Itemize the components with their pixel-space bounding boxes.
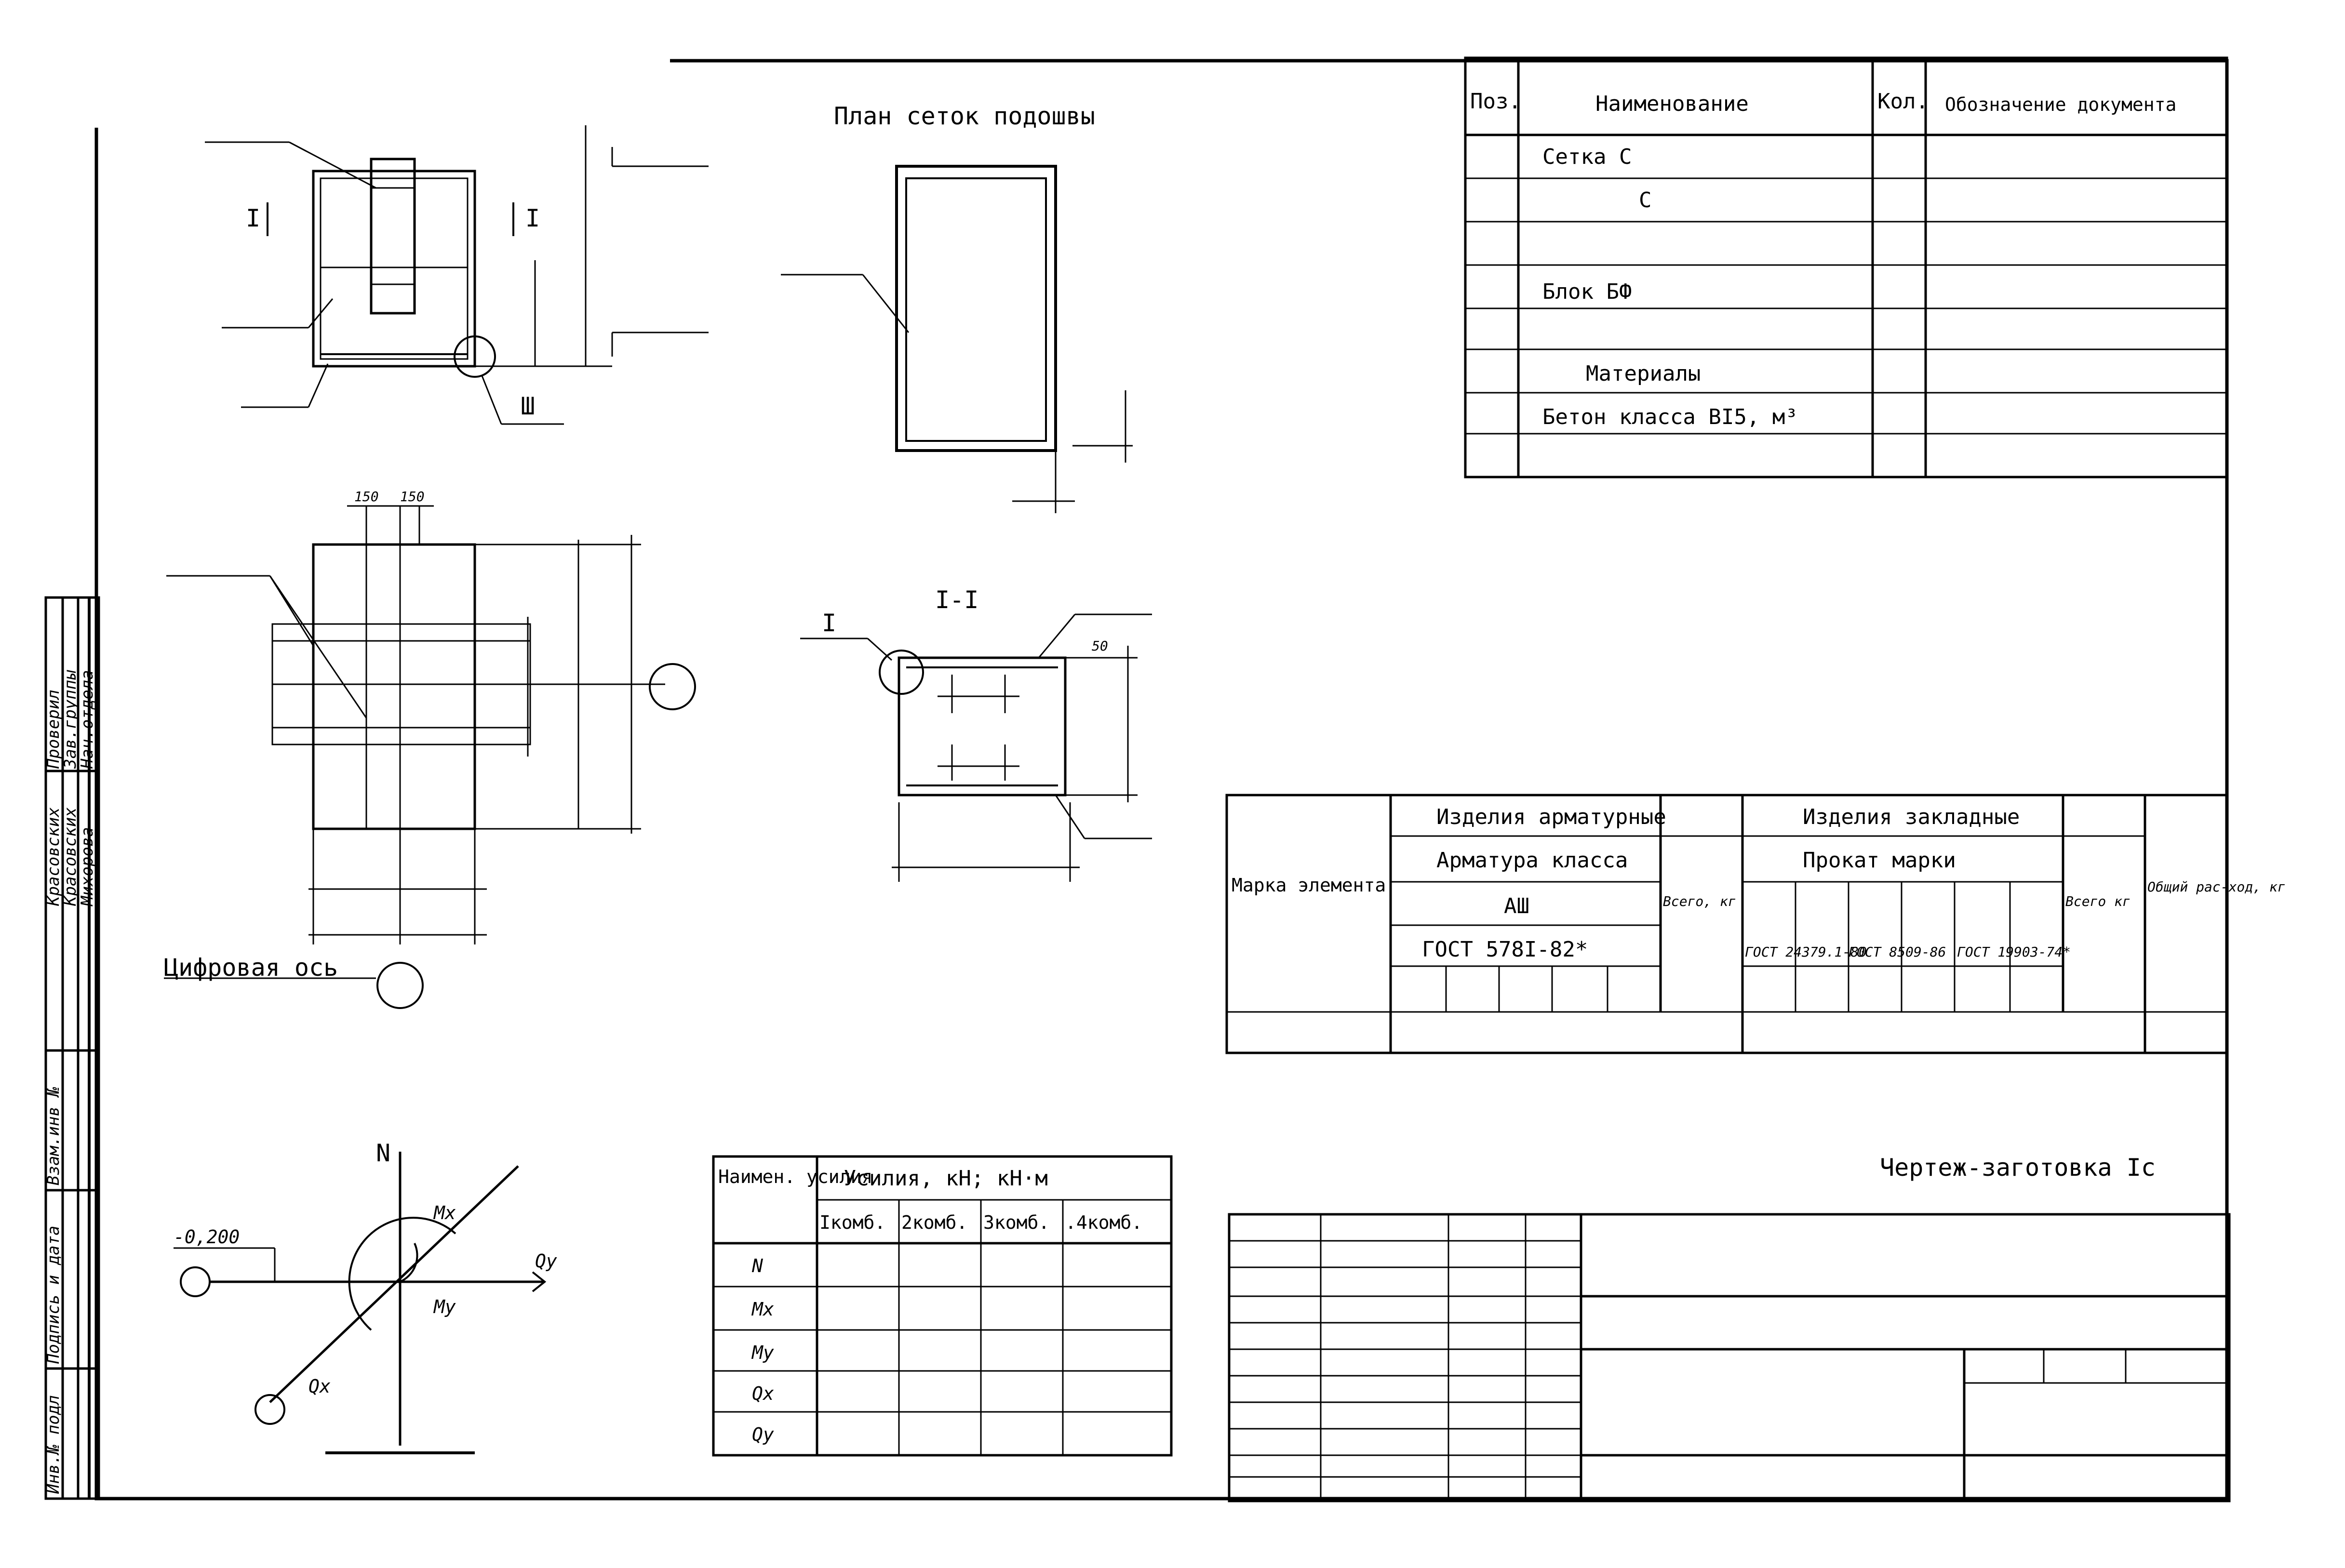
footing-plan-view [205,125,709,425]
spec-row-2: С [1639,188,1652,213]
force-label-n: N [376,1139,390,1167]
dimension-150-b: 150 [400,489,425,505]
steel-rebar-class: Арматура класса [1436,848,1628,873]
forces-combo-3: 3комб. [983,1212,1049,1233]
sheet-frame [94,59,2229,1501]
steel-total-rebar: Всего, кг [1663,893,1736,909]
stamp-label-inventory: Инв.№ подл [44,1395,63,1494]
forces-row-mx: Mx [751,1299,774,1320]
forces-row-qx: Qx [752,1383,774,1404]
forces-table-grid [712,1155,1173,1457]
dimension-150-a: 150 [354,489,379,505]
node-mark: Ш [521,392,535,420]
side-stamp [44,596,100,1500]
spec-row-7: Бетон класса BI5, м³ [1542,405,1798,429]
steel-gost-rebar: ГОСТ 578I-82* [1422,937,1588,962]
elevation-label: -0,200 [174,1226,240,1248]
forces-combo-1: Iкомб. [819,1212,885,1233]
dimension-50: 50 [1092,638,1108,654]
steel-table-grid [1225,794,2228,1054]
section-mark-left: I [246,204,260,232]
steel-total-embedded: Всего кг [2065,893,2131,909]
spec-header-doc: Обозначение документа [1945,94,2176,115]
section-view [800,613,1152,882]
stamp-name-2: Красовских [61,807,80,906]
stamp-role-1: Проверил [44,690,63,769]
steel-rolled-grade: Прокат марки [1803,848,1956,873]
forces-col-name: Наимен. усилия [718,1166,872,1187]
spec-header-name: Наименование [1595,92,1749,116]
section-title: I-I [935,586,978,614]
stamp-name-1: Красовских [44,807,63,906]
mesh-plan-view [781,165,1133,513]
force-label-mx: Mx [433,1202,456,1223]
foundation-plan [164,505,696,1009]
stamp-label-replace: Взам.инв № [44,1087,63,1185]
steel-gost-1: ГОСТ 24379.1-80 [1745,944,1867,960]
title-block-grid [1228,1213,2231,1502]
spec-header-pos: Поз. [1470,89,1521,114]
spec-row-4: Блок БФ [1542,279,1632,304]
steel-gost-3: ГОСТ 19903-74* [1957,944,2071,960]
forces-combo-4: .4комб. [1065,1212,1142,1233]
steel-header-embedded: Изделия закладные [1803,805,2020,829]
steel-header-rebar: Изделия арматурные [1436,805,1666,829]
spec-row-1: Сетка С [1542,145,1632,169]
force-label-my: My [433,1296,456,1317]
forces-header: Усилия, кН; кН·м [844,1166,1048,1191]
steel-class-a3: AШ [1504,894,1529,918]
stamp-role-3: Нач.отдела [78,670,97,769]
section-detail-mark: I [822,609,836,637]
section-mark-right: I [525,204,540,232]
spec-row-6: Материалы [1586,361,1701,386]
specification-table-grid [1464,56,2228,478]
stamp-role-2: Зав.группы [61,670,80,769]
force-label-qy: Qy [535,1250,557,1272]
forces-row-my: My [751,1342,774,1363]
drawing-title: Чертеж-заготовка Iс [1880,1154,2156,1182]
stamp-label-signature: Подпись и дата [44,1225,63,1364]
forces-combo-2: 2комб. [901,1212,967,1233]
spec-header-qty: Кол. [1877,89,1929,114]
forces-row-qy: Qy [752,1424,774,1445]
axis-caption: Цифровая ось [164,954,338,982]
forces-row-n: N [751,1255,763,1276]
stamp-name-3: Михорова [78,827,97,906]
load-scheme [174,1152,547,1454]
steel-gost-2: ГОСТ 8509-86 [1849,944,1946,960]
steel-overall: Общий рас-ход, кг [2147,879,2286,895]
mesh-plan-title: План сеток подошвы [834,102,1095,130]
force-label-qx: Qx [308,1376,331,1397]
steel-element-mark: Марка элемента [1232,875,1386,896]
